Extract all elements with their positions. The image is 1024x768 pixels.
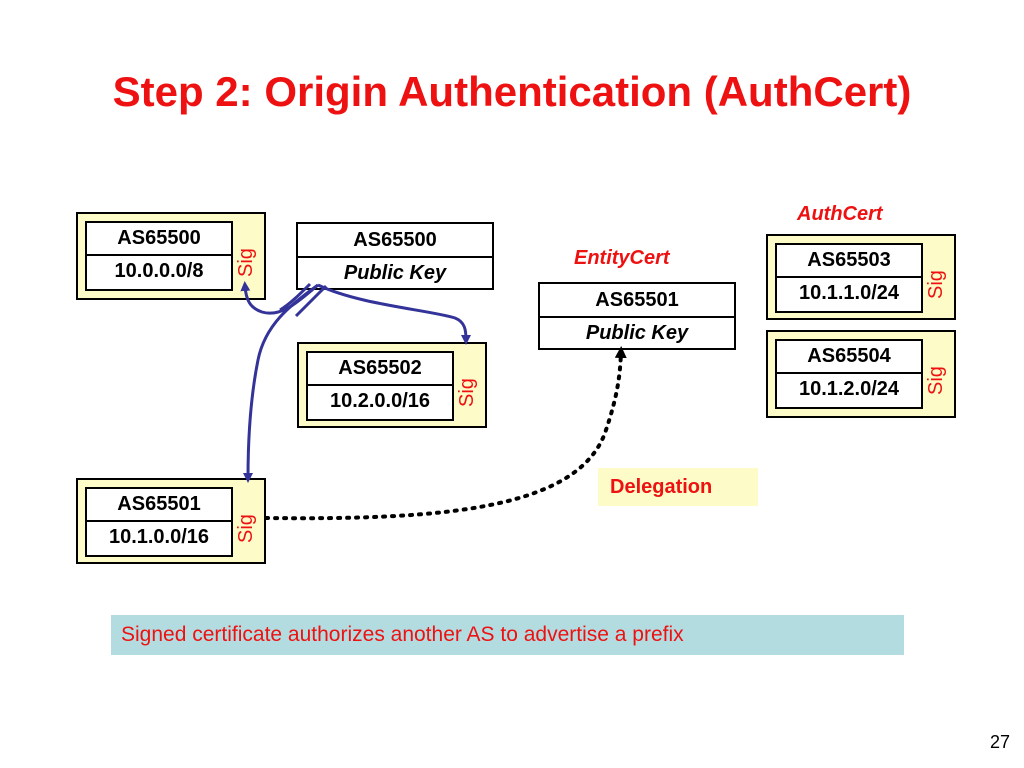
cert-prefix: 10.0.0.0/8 (114, 260, 204, 282)
cert-prefix: 10.1.2.0/24 (798, 378, 900, 400)
cert-as-number: AS65503 (777, 245, 921, 278)
cert-prefix: 10.1.0.0/16 (108, 526, 210, 548)
authcert-inner: AS65501 10.1.0.0/16 (85, 487, 233, 557)
cert-as-number: AS65500 (87, 223, 231, 256)
cert-as-number: AS65501 (540, 284, 734, 318)
cert-prefix: 10.1.1.0/24 (798, 282, 900, 304)
page-number: 27 (989, 732, 1010, 752)
authcert-as65504: AS65504 10.1.2.0/24 Sig (766, 330, 956, 418)
authcert-inner: AS65502 10.2.0.0/16 (306, 351, 454, 421)
authcert-as65503: AS65503 10.1.1.0/24 Sig (766, 234, 956, 320)
caption-box: Signed certificate authorizes another AS… (111, 615, 904, 655)
authcert-as65500: AS65500 10.0.0.0/8 Sig (76, 212, 266, 300)
signature-link-as65501 (243, 283, 319, 483)
entitycert-as65500: AS65500 Public Key (296, 222, 494, 290)
authcert-label: AuthCert (797, 203, 883, 225)
authcert-as65502: AS65502 10.2.0.0/16 Sig (297, 342, 487, 428)
entitycert-as65501: AS65501 Public Key (538, 282, 736, 350)
fork-strand (279, 282, 312, 312)
cert-prefix: 10.2.0.0/16 (329, 390, 431, 412)
delegation-arrow (264, 346, 627, 521)
cert-as-number: AS65502 (308, 353, 452, 386)
authcert-inner: AS65500 10.0.0.0/8 (85, 221, 233, 291)
fork-strand (294, 284, 328, 318)
slide-title: Step 2: Origin Authentication (AuthCert) (112, 68, 912, 115)
public-key-field: Public Key (343, 262, 447, 284)
delegation-label: Delegation (598, 468, 758, 506)
public-key-field: Public Key (585, 322, 689, 344)
cert-as-number: AS65500 (298, 224, 492, 258)
signature-link-as65502 (317, 283, 471, 345)
entitycert-label: EntityCert (574, 247, 670, 269)
authcert-as65501: AS65501 10.1.0.0/16 Sig (76, 478, 266, 564)
cert-as-number: AS65501 (87, 489, 231, 522)
authcert-inner: AS65503 10.1.1.0/24 (775, 243, 923, 313)
authcert-inner: AS65504 10.1.2.0/24 (775, 339, 923, 409)
cert-as-number: AS65504 (777, 341, 921, 374)
